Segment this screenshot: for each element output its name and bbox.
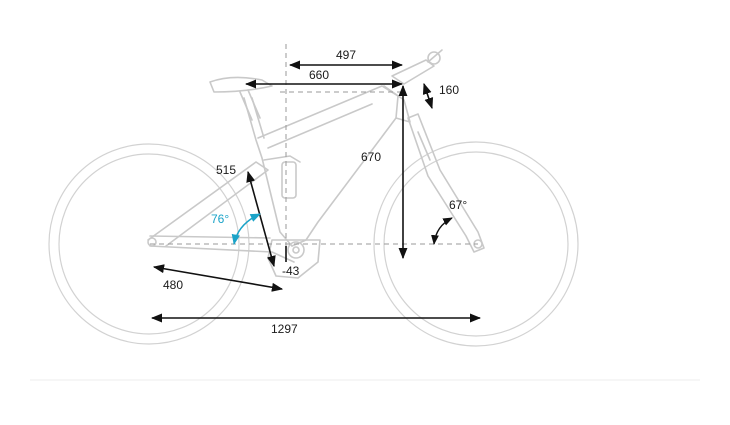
wheelbase-label: 1297 [271,322,298,336]
stem-height-dimension-line [422,82,434,110]
seat-tube-dimension-line [246,170,276,268]
rear-shock [281,161,297,199]
bottom-bracket [287,241,305,259]
seat-tube-label: 515 [216,163,236,177]
reach-label: 497 [336,48,356,62]
chainstay-label: 480 [163,278,183,292]
stack-label: 660 [309,68,329,82]
seat-angle-arc [231,213,261,246]
head-angle-label: 67° [449,198,467,212]
head-tube-height-label: 670 [361,150,381,164]
stem-height-label: 160 [439,83,459,97]
chainstay-dimension-line [152,264,284,292]
suspension-fork [407,113,485,253]
seat-angle-label: 76° [211,212,229,226]
head-angle-arc [431,217,453,245]
bb-drop-label: -43 [282,264,300,278]
stem-handlebar [391,49,443,85]
bike-frame [147,76,411,279]
